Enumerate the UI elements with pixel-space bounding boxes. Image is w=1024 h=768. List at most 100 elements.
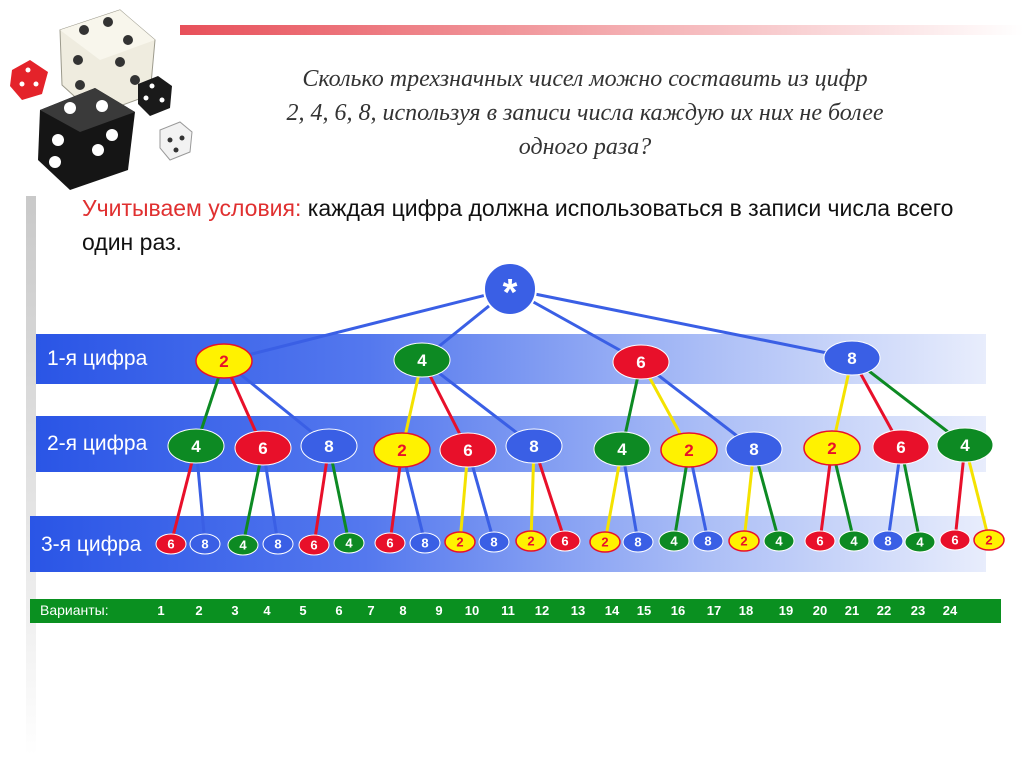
node-digit: 6 [636,353,645,372]
edge-root-first [509,287,853,360]
node-digit: 8 [201,537,208,552]
third-digit-node: 4 [333,532,365,554]
variant-number: 20 [812,603,828,618]
third-digit-node: 6 [804,530,836,552]
second-digit-node: 2 [803,430,861,466]
node-digit: 2 [527,534,534,549]
level-label-second: 2-я цифра [47,432,148,455]
edge-first-second [640,360,755,451]
variant-number: 13 [570,603,586,618]
node-digit: 2 [985,533,992,548]
third-digit-node: 8 [189,533,221,555]
node-digit: 4 [345,536,353,551]
third-digit-node: 4 [904,531,936,553]
third-digit-node: 2 [728,530,760,552]
node-digit: 6 [310,538,317,553]
variant-number: 10 [464,603,480,618]
variants-label: Варианты: [40,602,109,618]
node-digit: 4 [775,534,783,549]
edge-root-first [223,287,511,363]
variant-number: 12 [534,603,550,618]
node-digit: 8 [274,537,281,552]
root-node: * [483,262,537,316]
variant-number: 18 [738,603,754,618]
second-digit-node: 2 [373,432,431,468]
edge-first-second [421,358,535,448]
question-title: Сколько трехзначных чисел можно составит… [210,62,960,164]
node-digit: 2 [219,352,228,371]
variant-number: 21 [844,603,860,618]
second-digit-node: 6 [439,432,497,468]
node-digit: 2 [827,439,836,458]
third-digit-node: 4 [658,530,690,552]
node-digit: 8 [704,534,711,549]
node-digit: 2 [684,441,693,460]
root-label: * [503,272,518,314]
node-digit: 6 [951,533,958,548]
third-digit-node: 6 [549,530,581,552]
variant-number: 3 [231,603,239,618]
tree-edges [169,287,991,546]
node-digit: 8 [634,535,641,550]
variant-number: 6 [335,603,343,618]
node-digit: 6 [167,537,174,552]
node-digit: 4 [850,534,858,549]
second-digit-node: 4 [167,428,225,464]
variant-number: 14 [604,603,620,618]
third-digit-node: 2 [973,529,1005,551]
second-digit-node: 6 [234,430,292,466]
third-digit-node: 8 [622,531,654,553]
variant-number: 19 [778,603,794,618]
third-digit-node: 6 [298,534,330,556]
node-digit: 6 [386,536,393,551]
third-digit-node: 6 [939,529,971,551]
second-digit-node: 4 [593,431,651,467]
small-white-dice-icon [159,121,193,161]
node-digit: 2 [601,535,608,550]
variant-number: 9 [435,603,443,618]
node-digit: 8 [884,534,891,549]
second-digit-node: 8 [505,428,563,464]
decorative-stripe [180,25,1024,35]
node-digit: 8 [324,437,333,456]
small-black-dice-icon [138,76,172,116]
node-digit: 2 [397,441,406,460]
variant-number: 17 [706,603,722,618]
second-digit-node: 4 [936,427,994,463]
third-digit-node: 4 [227,534,259,556]
third-digit-node: 8 [262,533,294,555]
variant-number: 1 [157,603,165,618]
variant-number: 15 [636,603,652,618]
node-digit: 2 [456,535,463,550]
node-digit: 6 [463,441,472,460]
third-digit-node: 6 [374,532,406,554]
condition-body: каждая цифра должна использоваться в зап… [82,195,954,255]
second-digit-node: 8 [725,431,783,467]
node-digit: 4 [191,437,201,456]
variant-number: 5 [299,603,307,618]
node-digit: 4 [417,351,427,370]
variant-number: 24 [942,603,958,618]
node-digit: 6 [896,438,905,457]
second-digit-node: 8 [300,428,358,464]
third-digit-node: 8 [872,530,904,552]
variant-number: 2 [195,603,203,618]
variant-number: 22 [876,603,892,618]
condition-text: Учитываем условия: каждая цифра должна и… [82,191,1002,259]
dice-illustration [10,9,193,190]
edge-first-second [851,356,966,447]
third-digit-node: 6 [155,533,187,555]
third-digit-node: 2 [515,530,547,552]
node-digit: 4 [239,538,247,553]
first-digit-node: 2 [195,343,253,379]
second-digit-node: 2 [660,432,718,468]
third-digit-node: 8 [692,530,724,552]
node-digit: 8 [847,349,856,368]
node-digit: 8 [749,440,758,459]
node-digit: 8 [490,535,497,550]
third-digit-node: 8 [478,531,510,553]
node-digit: 6 [258,439,267,458]
first-digit-node: 4 [393,342,451,378]
first-digit-node: 8 [823,340,881,376]
